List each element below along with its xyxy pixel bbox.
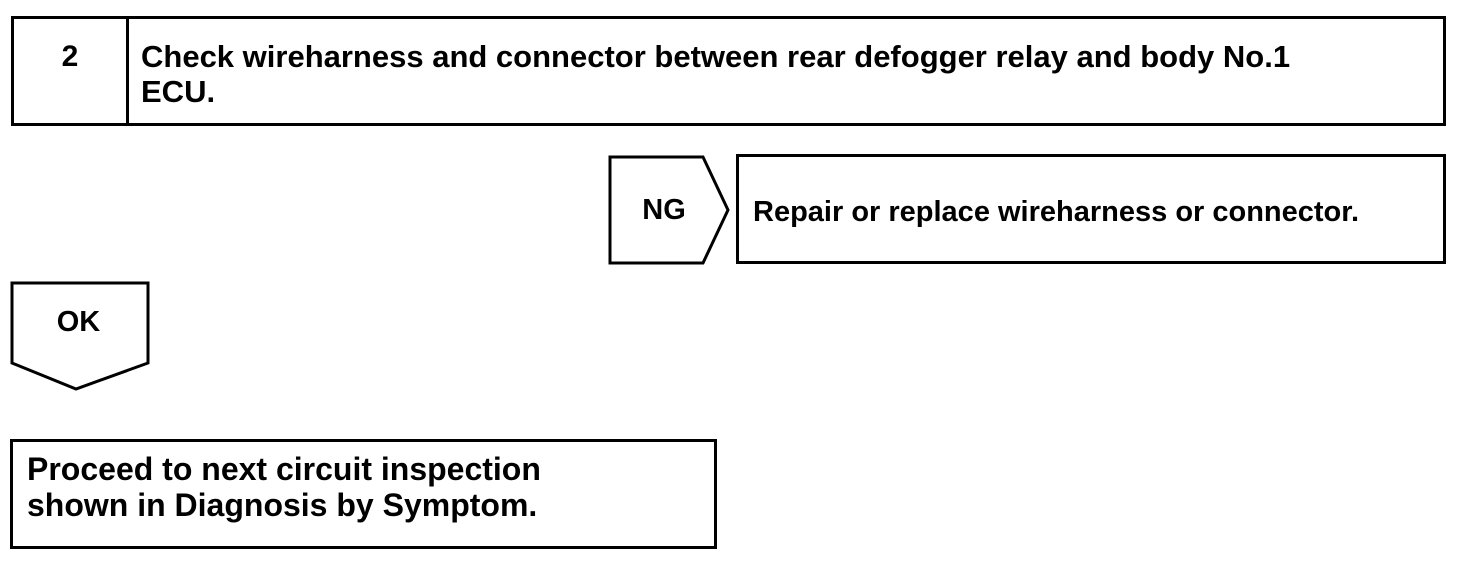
ng-action-box: Repair or replace wireharness or connect… (736, 154, 1446, 264)
ng-label: NG (642, 194, 686, 226)
step-number: 2 (61, 40, 79, 73)
result-box: Proceed to next circuit inspection shown… (10, 439, 717, 549)
ng-arrow-icon (608, 155, 730, 265)
ng-action-text: Repair or replace wireharness or connect… (753, 196, 1360, 228)
result-text: Proceed to next circuit inspection shown… (27, 451, 541, 523)
ok-label: OK (56, 306, 101, 338)
ok-arrow-icon (10, 281, 150, 391)
step-divider (126, 19, 129, 123)
step-title: Check wireharness and connector between … (141, 39, 1291, 109)
step-box: 2 Check wireharness and connector betwee… (11, 16, 1446, 126)
